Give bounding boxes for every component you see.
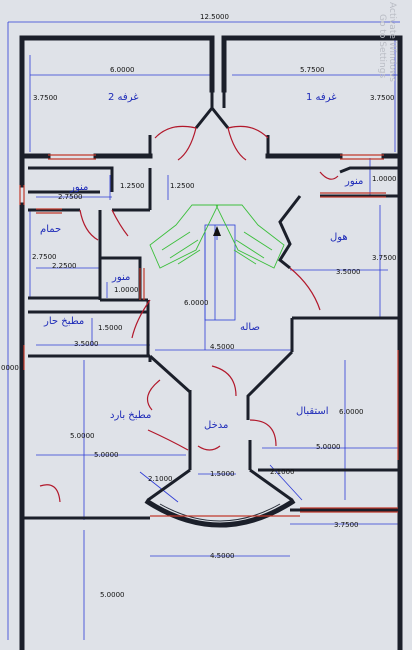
dim-hall-h: 3.7500 bbox=[372, 254, 397, 262]
doors bbox=[39, 125, 339, 503]
label-room2: غرفه 2 bbox=[108, 92, 138, 103]
dimension-lines bbox=[7, 21, 400, 640]
dim-overall-depth: 0000 bbox=[1, 364, 19, 372]
label-light-shaft-right: منور bbox=[344, 176, 363, 187]
dim-room1-width: 5.7500 bbox=[300, 66, 325, 74]
label-room1: غرفه 1 bbox=[306, 92, 336, 103]
staircase bbox=[149, 204, 285, 321]
dim-cold-kitchen-w: 5.0000 bbox=[94, 451, 119, 459]
walls bbox=[19, 35, 403, 650]
watermark-line1: Activate Windows bbox=[387, 2, 397, 82]
dim-entry-w: 1.5000 bbox=[210, 470, 235, 478]
dim-hall-gap: 1.2500 bbox=[170, 182, 195, 190]
label-light-shaft-small: منور bbox=[111, 272, 130, 283]
dim-bay-left: 2.1000 bbox=[148, 475, 173, 483]
dim-bath-h: 2.7500 bbox=[32, 253, 57, 261]
dim-bay-right: 2.1000 bbox=[270, 468, 295, 476]
label-light-shaft-left: منور bbox=[69, 182, 88, 193]
windows-watermark: Activate Windows Go to Settings bbox=[377, 2, 397, 82]
dim-room2-width: 6.0000 bbox=[110, 66, 135, 74]
watermark-line2: Go to Settings bbox=[377, 14, 387, 78]
dim-front-right: 3.7500 bbox=[334, 521, 359, 529]
dim-salon-h: 6.0000 bbox=[184, 299, 209, 307]
dim-salon-w: 4.5000 bbox=[210, 343, 235, 351]
label-bathroom: حمام bbox=[40, 224, 61, 235]
dim-room2-depth: 3.7500 bbox=[33, 94, 58, 102]
dim-reception-w: 5.0000 bbox=[316, 443, 341, 451]
dim-shaft-right: 1.0000 bbox=[372, 175, 397, 183]
label-reception: استقبال bbox=[296, 406, 329, 417]
dim-bath-w: 2.2500 bbox=[52, 262, 77, 270]
dim-bay-w: 4.5000 bbox=[210, 552, 235, 560]
room-labels: غرفه 2 غرفه 1 منور منور حمام منور هول مط… bbox=[40, 92, 363, 431]
dim-hot-kitchen-h: 1.5000 bbox=[98, 324, 123, 332]
dimension-labels: 12.5000 0000 6.0000 5.7500 3.7500 3.7500… bbox=[1, 13, 397, 599]
dim-overall-width: 12.5000 bbox=[200, 13, 229, 21]
label-entrance: مدخل bbox=[204, 420, 228, 431]
label-hall: هول bbox=[330, 232, 348, 243]
dim-hall-w: 3.5000 bbox=[336, 268, 361, 276]
windows bbox=[19, 154, 399, 517]
dim-reception-h: 6.0000 bbox=[339, 408, 364, 416]
dim-shaft-left-w: 2.7500 bbox=[58, 193, 83, 201]
label-hot-kitchen: مطبخ حار bbox=[43, 316, 84, 327]
dim-room1-depth: 3.7500 bbox=[370, 94, 395, 102]
label-salon: صاله bbox=[240, 322, 260, 333]
dim-shaft-small: 1.0000 bbox=[114, 286, 139, 294]
dim-shaft-left-h: 1.2500 bbox=[120, 182, 145, 190]
label-cold-kitchen: مطبخ بارد bbox=[110, 410, 151, 421]
dim-hot-kitchen-w: 3.5000 bbox=[74, 340, 99, 348]
dim-cold-kitchen-h: 5.0000 bbox=[70, 432, 95, 440]
dim-front-left: 5.0000 bbox=[100, 591, 125, 599]
